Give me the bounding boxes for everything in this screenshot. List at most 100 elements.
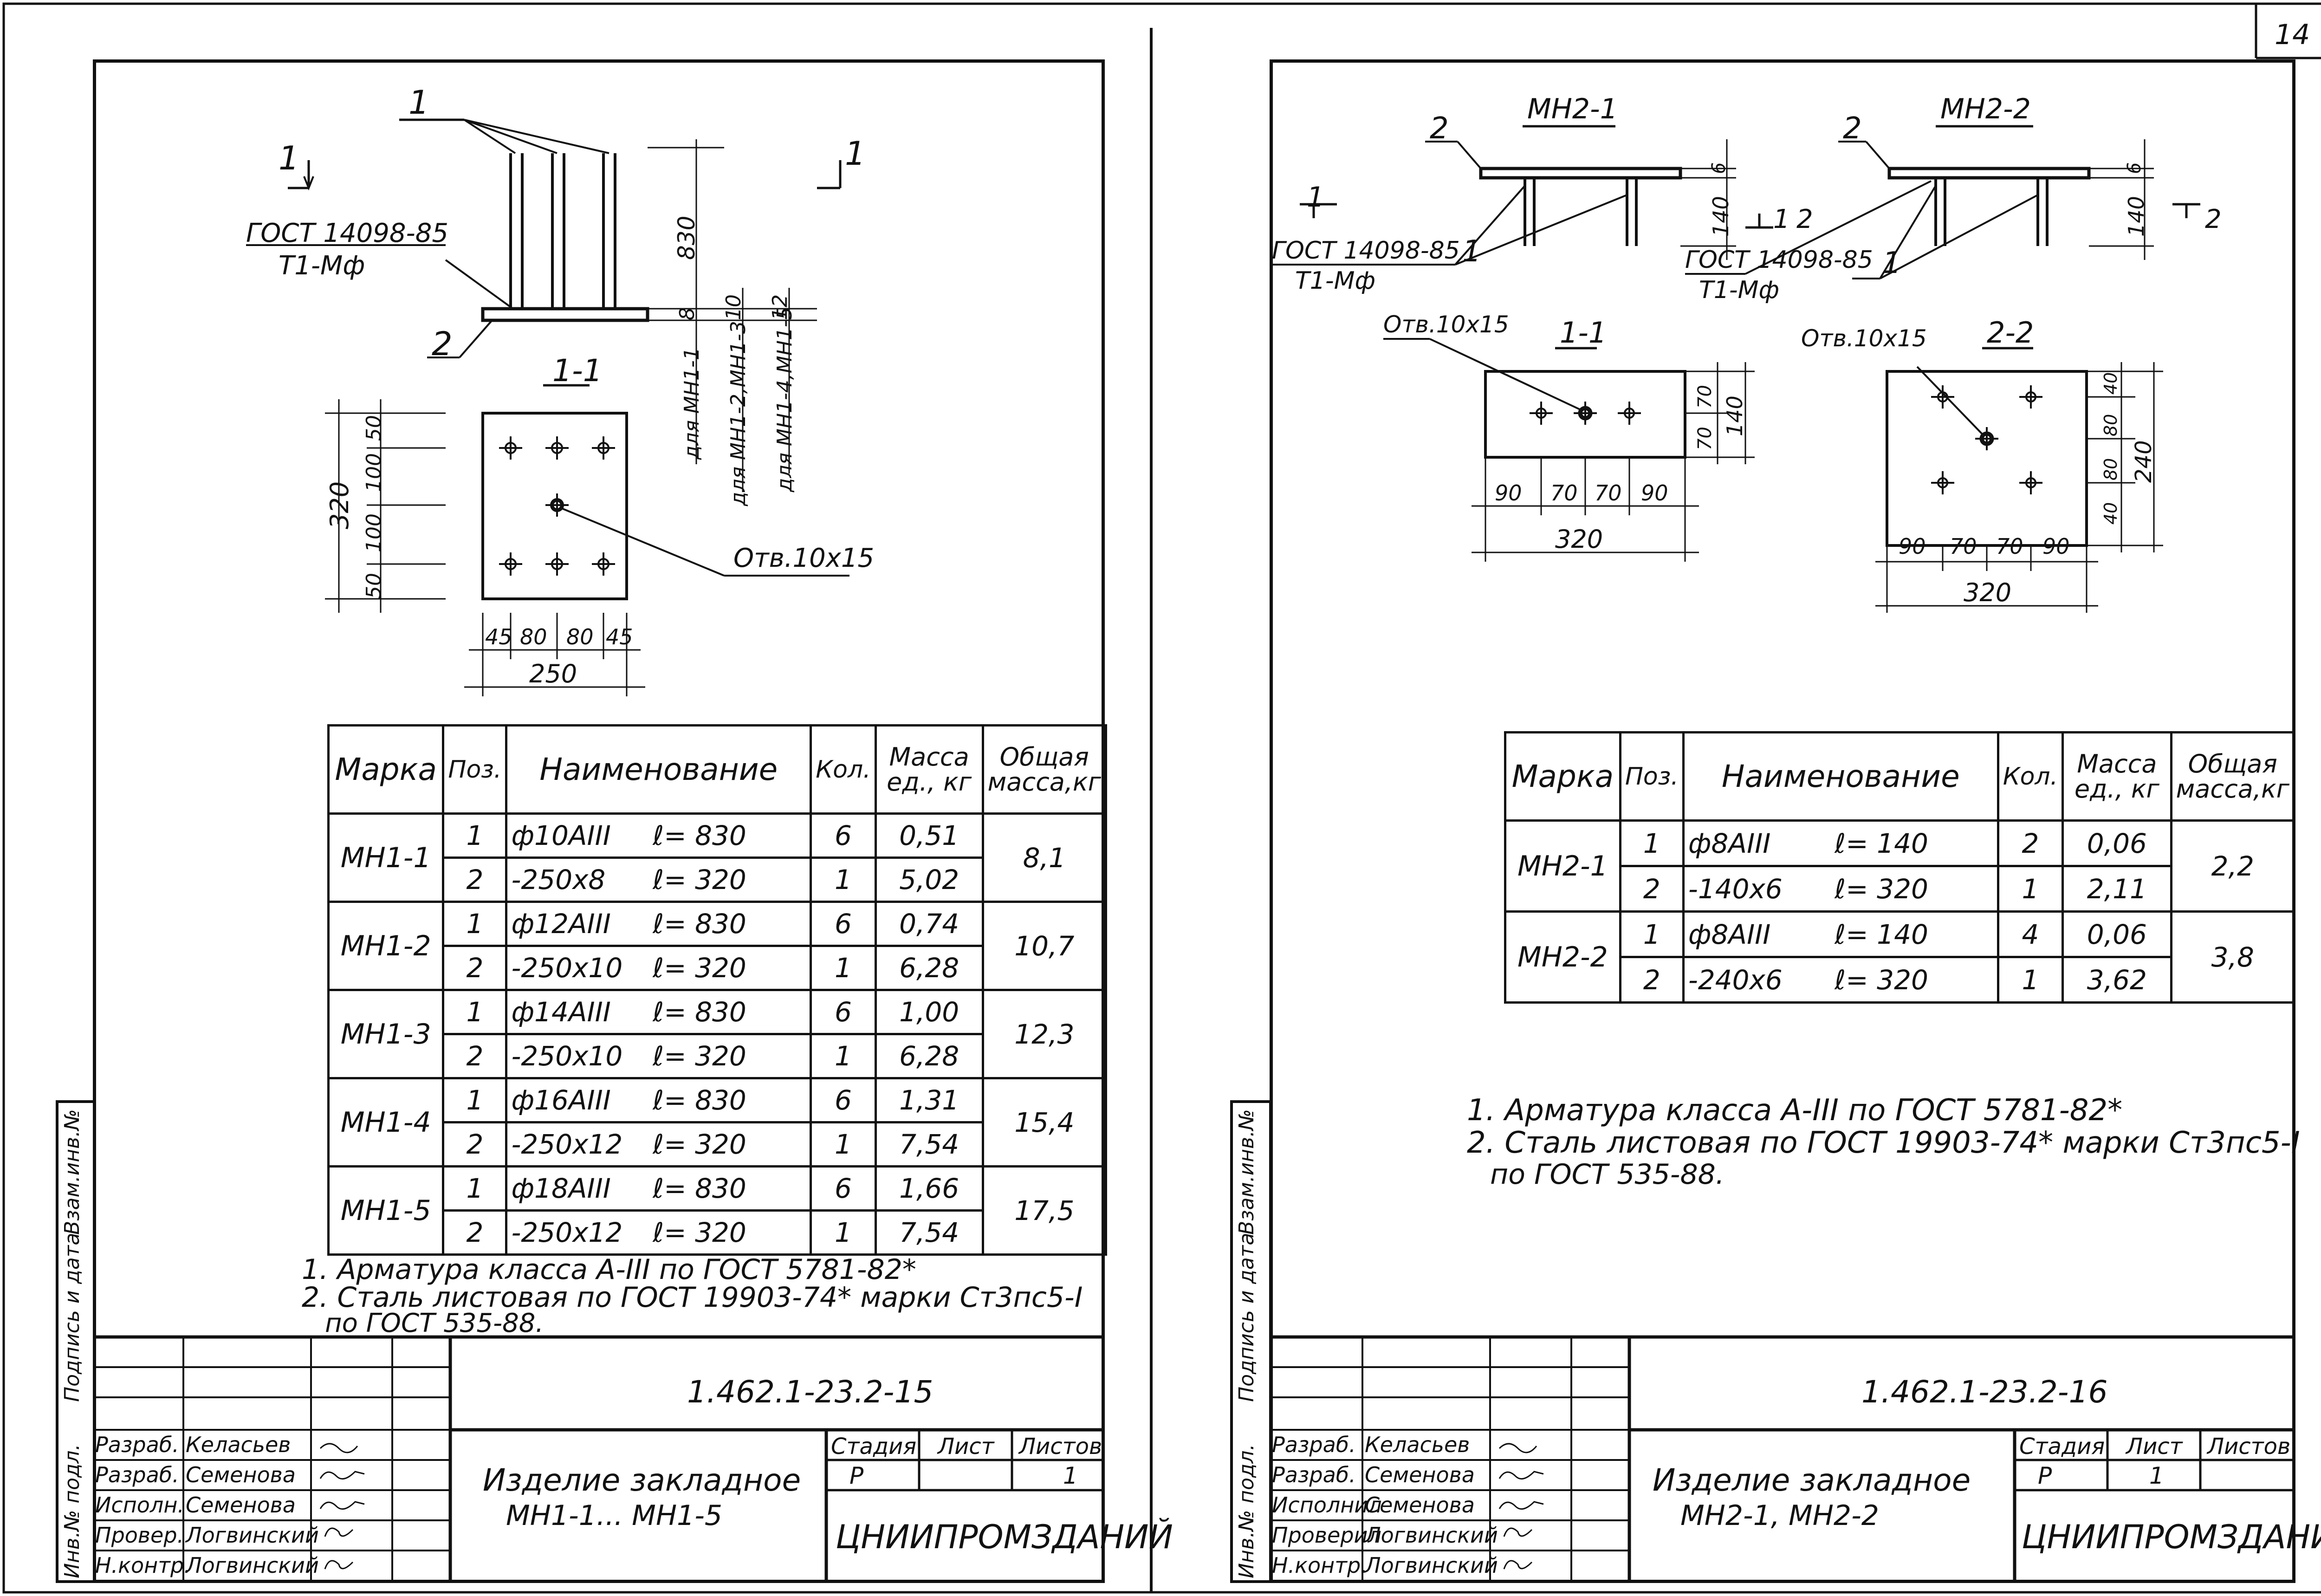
mass-cell: 1,00 bbox=[874, 989, 984, 1035]
left-dim-250: 250 bbox=[529, 659, 577, 688]
item-length: ℓ= 830 bbox=[653, 1173, 746, 1204]
qty-cell: 4 bbox=[1997, 910, 2064, 958]
left-note-1: 1. Арматура класса А-III по ГОСТ 5781-82… bbox=[302, 1253, 916, 1286]
mass-cell: 1,31 bbox=[874, 1077, 984, 1123]
right-s2-h3: 70 bbox=[1996, 534, 2023, 559]
right-s1-320: 320 bbox=[1555, 525, 1603, 554]
left-dim-h4: 45 bbox=[606, 624, 633, 649]
right-sheets-label: Листов bbox=[2207, 1434, 2291, 1460]
right-role-3: Исполнил bbox=[1272, 1492, 1382, 1518]
item-name: ф14АIII bbox=[511, 996, 611, 1028]
left-name-4: Логвинский bbox=[186, 1523, 319, 1548]
left-weld-label: Т1-Мф bbox=[279, 251, 365, 281]
qty-cell: 6 bbox=[810, 901, 877, 947]
item-length: ℓ= 140 bbox=[1835, 918, 1928, 950]
mass-cell: 6,28 bbox=[874, 1033, 984, 1079]
mark-cell: МН2-2 bbox=[1504, 910, 1621, 1004]
item-name: -240х6 bbox=[1688, 964, 1783, 996]
left-sheet-label: Лист bbox=[938, 1434, 994, 1460]
item-name: -140х6 bbox=[1688, 873, 1783, 905]
th-mass: Масса ед., кг bbox=[874, 724, 984, 815]
name-cell: ф8АIII ℓ= 140 bbox=[1682, 819, 1999, 867]
right-stage-label: Стадия bbox=[2019, 1434, 2105, 1460]
left-sheets: 1 bbox=[1063, 1462, 1078, 1489]
left-name-1: Келасьев bbox=[186, 1432, 291, 1457]
total-cell: 15,4 bbox=[981, 1077, 1108, 1168]
item-length: ℓ= 320 bbox=[653, 1217, 746, 1248]
right-s1-h1: 90 bbox=[1495, 480, 1522, 506]
pos-cell: 1 bbox=[442, 989, 508, 1035]
th-total: Общая масса,кг bbox=[981, 724, 1108, 815]
mark-cell: МН1-3 bbox=[327, 989, 445, 1079]
pos-cell: 2 bbox=[442, 1209, 508, 1256]
right-pos1-a: 1 bbox=[1462, 234, 1481, 269]
item-name: ф8АIII bbox=[1688, 918, 1771, 950]
pos-cell: 1 bbox=[442, 901, 508, 947]
right-s2-320: 320 bbox=[1964, 578, 2012, 607]
right-hole-b: Отв.10х15 bbox=[1801, 325, 1927, 352]
item-name: -250х10 bbox=[511, 1040, 623, 1072]
left-pos1-label: 1 bbox=[408, 84, 429, 122]
qty-cell: 6 bbox=[810, 1077, 877, 1123]
right-gost-b: ГОСТ 14098-85 bbox=[1685, 246, 1873, 274]
item-name: ф18АIII bbox=[511, 1173, 611, 1204]
qty-cell: 1 bbox=[810, 1209, 877, 1256]
right-note-2: 2. Сталь листовая по ГОСТ 19903-74* марк… bbox=[1467, 1126, 2300, 1160]
item-name: ф8АIII bbox=[1688, 827, 1771, 859]
name-cell: ф14АIII ℓ= 830 bbox=[505, 989, 812, 1035]
left-cut-mark-1b: 1 bbox=[845, 135, 866, 173]
left-note-3: по ГОСТ 535-88. bbox=[325, 1308, 544, 1338]
total-cell: 3,8 bbox=[2170, 910, 2296, 1004]
left-org: ЦНИИПРОМЗДАНИЙ bbox=[836, 1518, 1173, 1556]
item-length: ℓ= 830 bbox=[653, 908, 746, 940]
right-s2-h4: 90 bbox=[2042, 534, 2070, 559]
right-s2-h2: 70 bbox=[1950, 534, 1977, 559]
right-name-1: Келасьев bbox=[1365, 1432, 1470, 1457]
pos-cell: 2 bbox=[442, 1121, 508, 1168]
right-cut1-right: 1 bbox=[1773, 204, 1790, 234]
mark-cell: МН1-5 bbox=[327, 1165, 445, 1256]
left-role-5: Н.контр. bbox=[95, 1553, 191, 1578]
pos-cell: 1 bbox=[442, 812, 508, 859]
right-note-1: 1. Арматура класса А-III по ГОСТ 5781-82… bbox=[1467, 1093, 2123, 1128]
left-stage-label: Стадия bbox=[831, 1434, 917, 1460]
right-doc-code: 1.462.1-23.2-16 bbox=[1861, 1374, 2108, 1410]
item-length: ℓ= 830 bbox=[653, 1084, 746, 1116]
qty-cell: 1 bbox=[1997, 956, 2064, 1004]
pos-cell: 1 bbox=[442, 1077, 508, 1123]
left-title-line1: Изделие закладное bbox=[483, 1462, 801, 1498]
r-th-pos: Поз. bbox=[1619, 731, 1685, 822]
right-section-1-1: 1-1 bbox=[1560, 316, 1607, 350]
right-cut2-right: 2 bbox=[2205, 204, 2222, 234]
mass-cell: 6,28 bbox=[874, 945, 984, 991]
left-note-2: 2. Сталь листовая по ГОСТ 19903-74* марк… bbox=[302, 1281, 1083, 1314]
right-name-4: Логвинский bbox=[1365, 1523, 1498, 1548]
left-stage: Р bbox=[849, 1462, 864, 1489]
pos-cell: 2 bbox=[1619, 956, 1685, 1004]
item-name: ф16АIII bbox=[511, 1084, 611, 1116]
name-cell: ф8АIII ℓ= 140 bbox=[1682, 910, 1999, 958]
pos-cell: 2 bbox=[442, 945, 508, 991]
r-th-name: Наименование bbox=[1682, 731, 1999, 822]
right-pos2-a: 2 bbox=[1430, 111, 1449, 146]
right-weld-a: Т1-Мф bbox=[1295, 267, 1375, 295]
item-length: ℓ= 140 bbox=[1835, 827, 1928, 859]
right-hole-a: Отв.10х15 bbox=[1383, 311, 1509, 338]
qty-cell: 6 bbox=[810, 812, 877, 859]
th-pos: Поз. bbox=[442, 724, 508, 815]
item-length: ℓ= 830 bbox=[653, 996, 746, 1028]
